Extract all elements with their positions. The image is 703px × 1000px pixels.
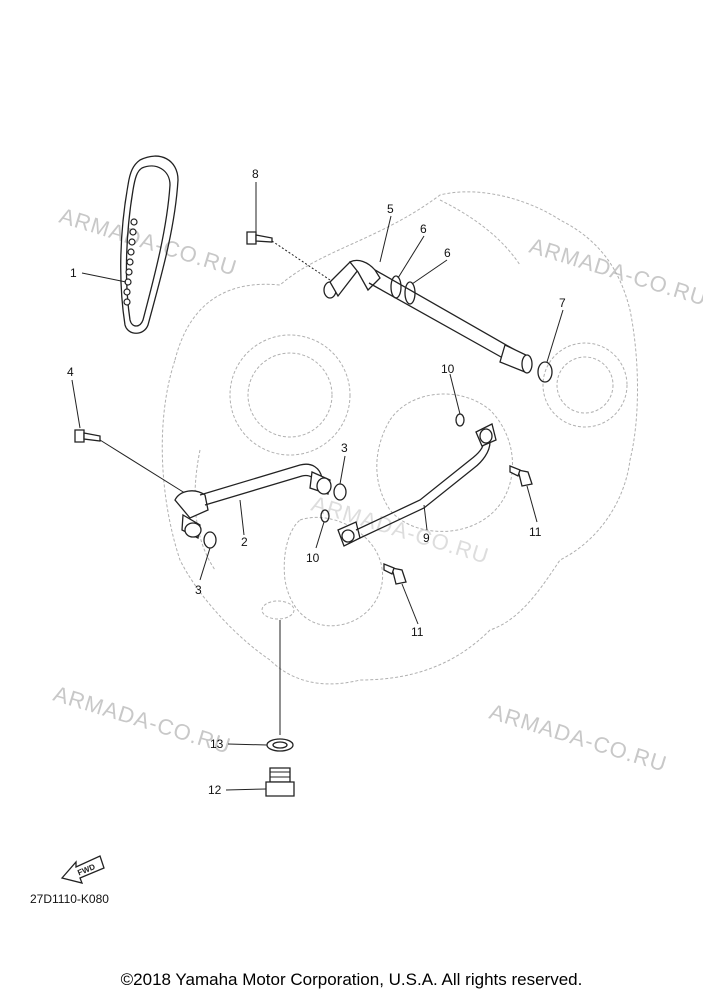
copyright-notice: ©2018 Yamaha Motor Corporation, U.S.A. A…	[120, 970, 583, 989]
callout-7: 7	[559, 296, 566, 310]
callout-6: 6	[420, 222, 427, 236]
callout-11: 11	[411, 625, 424, 639]
bolt-4	[74, 429, 189, 496]
callout-3: 3	[341, 441, 348, 455]
callout-5: 5	[387, 202, 394, 216]
o-ring-6	[404, 281, 416, 305]
oil-pipe-5	[323, 259, 533, 374]
drain-plug-12	[265, 767, 295, 797]
fwd-arrow-icon: FWD	[60, 855, 105, 884]
watermark: ARMADA-CO.RU	[51, 681, 235, 759]
callout-labels: 1 2 3 3 4 5 6 6 7 8 9 10 10 11 11 12 13	[67, 167, 566, 797]
diagram-code: 27D1110-K080	[30, 892, 109, 906]
watermark: ARMADA-CO.RU	[487, 699, 671, 777]
o-ring-3	[203, 531, 217, 549]
watermark: ARMADA-CO.RU	[527, 233, 703, 311]
callout-6: 6	[444, 246, 451, 260]
o-ring-7	[537, 361, 553, 383]
callout-10: 10	[441, 362, 455, 376]
oil-pipe-2	[174, 463, 332, 539]
o-ring-6	[390, 275, 402, 299]
watermark: ARMADA-CO.RU	[309, 491, 493, 569]
leader-lines	[71, 182, 564, 791]
callout-3: 3	[195, 583, 202, 597]
callout-9: 9	[423, 531, 430, 545]
watermark: ARMADA-CO.RU	[57, 203, 241, 281]
callout-10: 10	[306, 551, 320, 565]
callout-11: 11	[529, 525, 542, 539]
callout-4: 4	[67, 365, 74, 379]
gasket-13	[266, 738, 294, 752]
callout-1: 1	[70, 266, 77, 280]
callout-13: 13	[210, 737, 224, 751]
bolt-8	[246, 231, 331, 281]
o-ring-10	[320, 509, 330, 523]
o-ring-10	[455, 413, 465, 427]
oil-pipe-9	[337, 423, 497, 547]
callout-8: 8	[252, 167, 259, 181]
callout-2: 2	[241, 535, 248, 549]
callout-12: 12	[208, 783, 222, 797]
timing-chain	[120, 155, 179, 334]
bolt-11	[383, 563, 407, 585]
bolt-11	[509, 465, 533, 487]
